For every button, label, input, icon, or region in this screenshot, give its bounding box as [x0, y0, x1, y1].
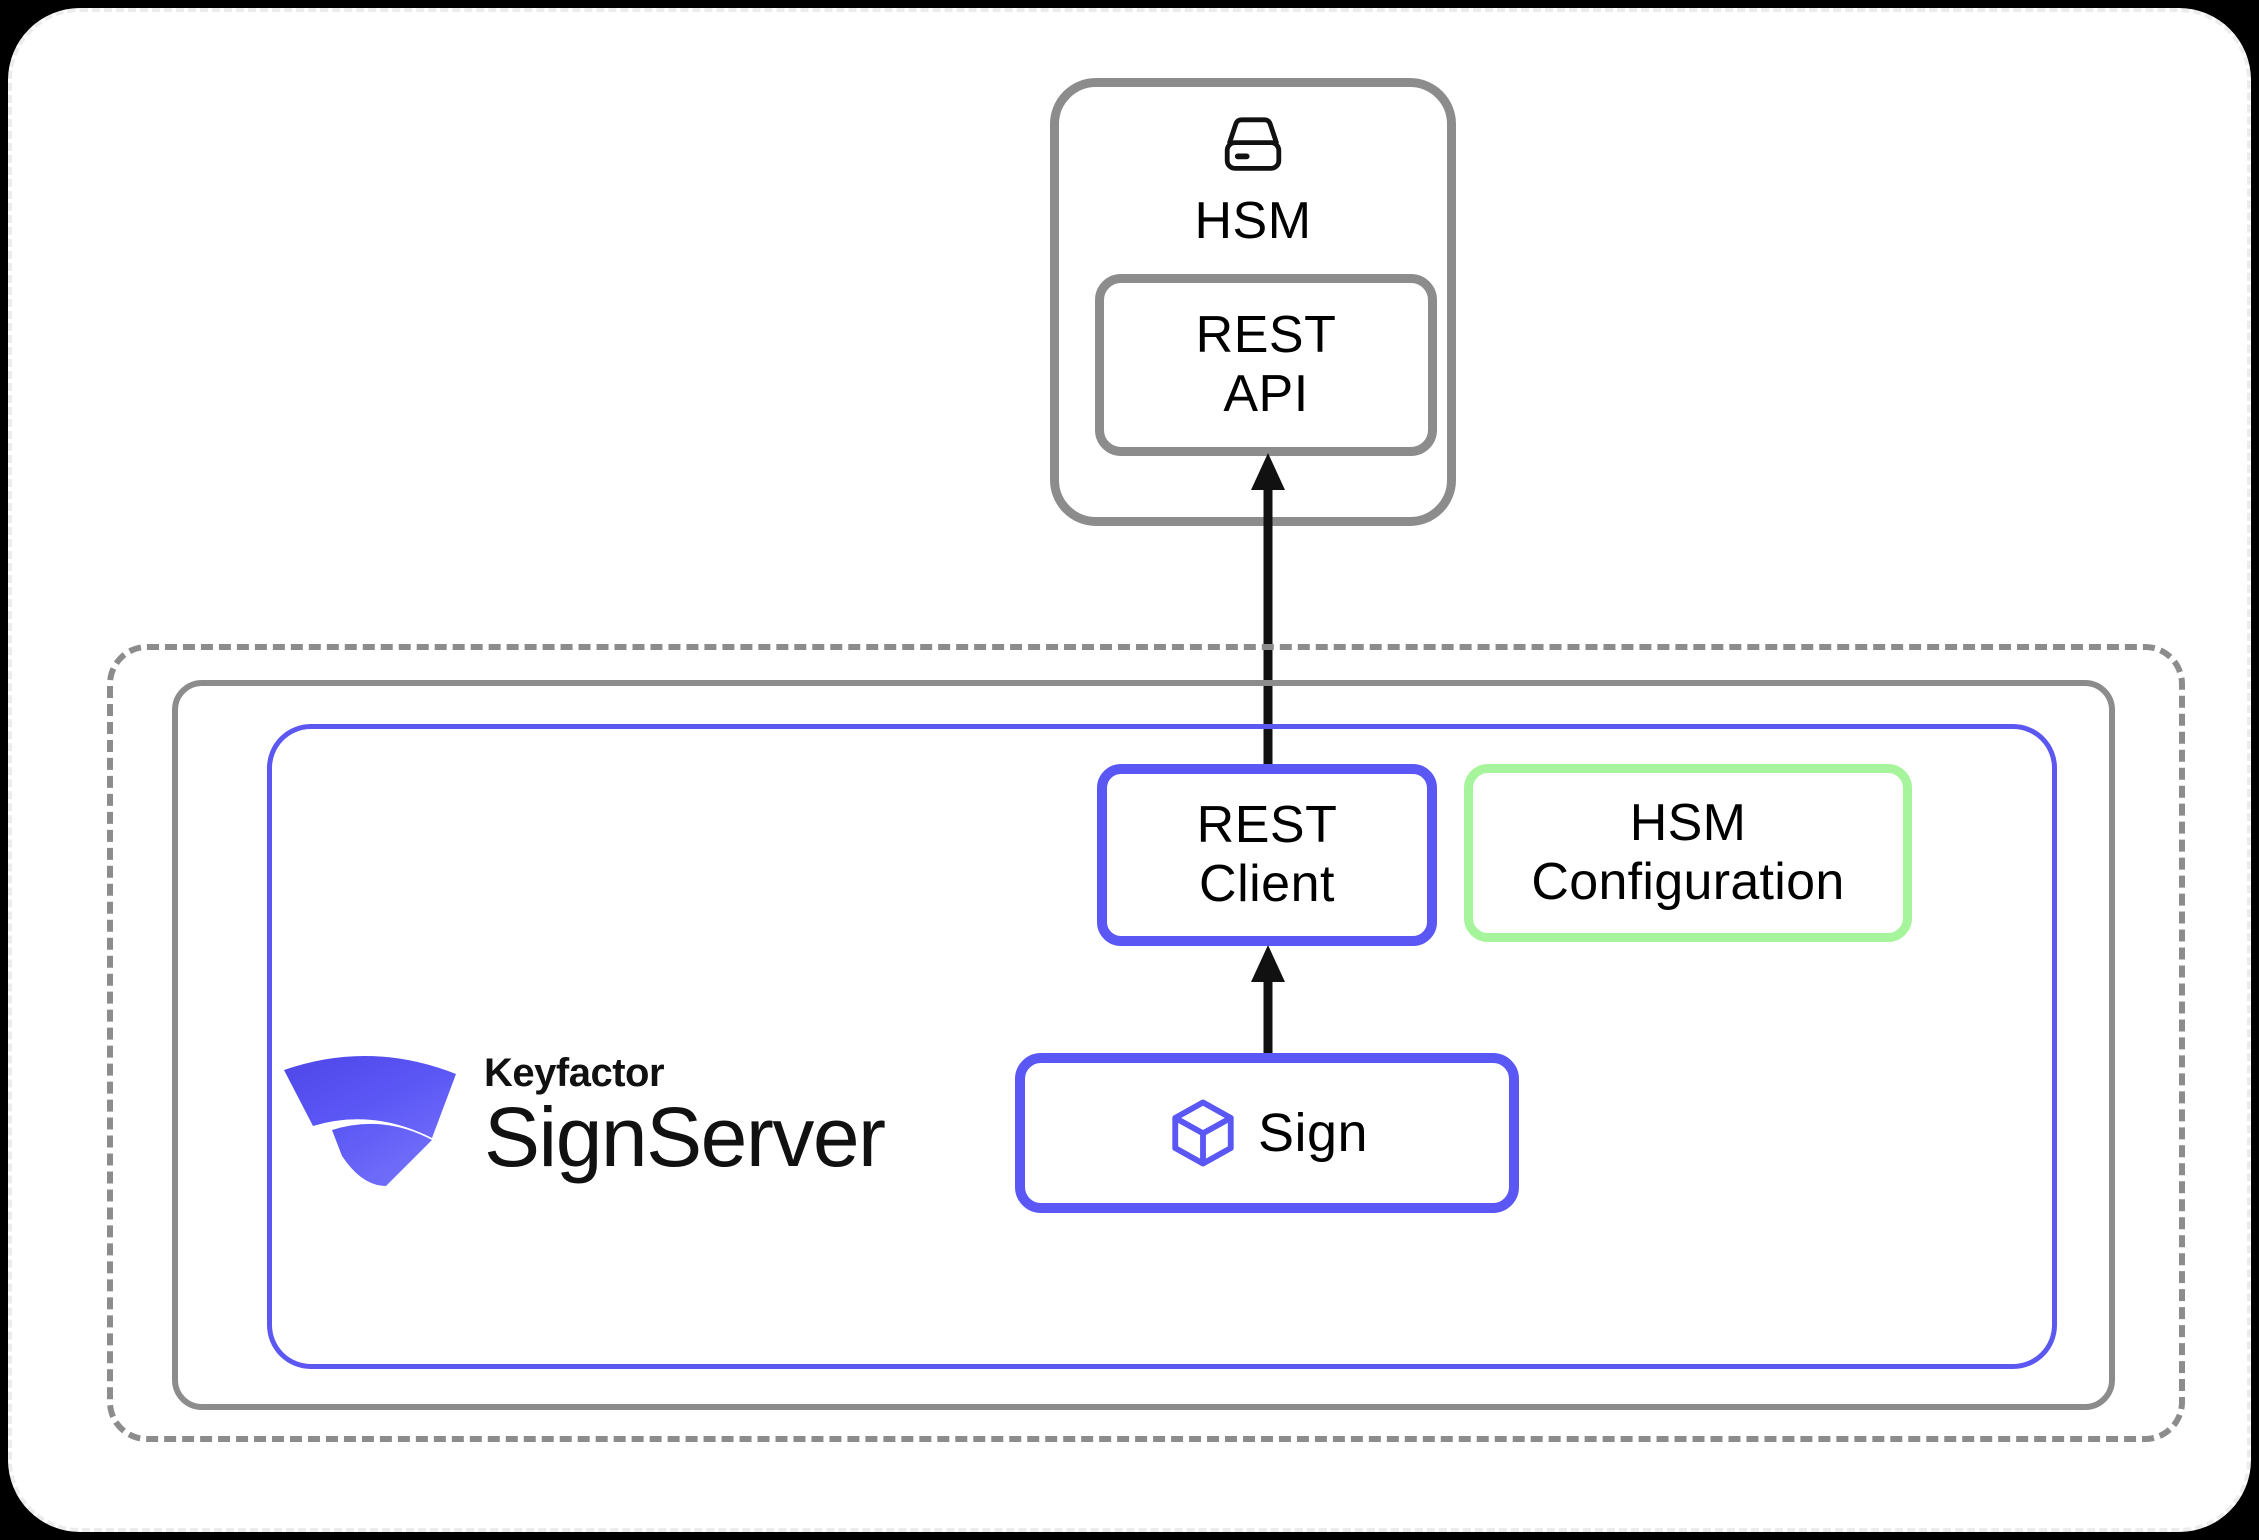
page-card: HSM REST API REST Client HSM Configurati… [8, 8, 2251, 1532]
signserver-application-container [267, 724, 2057, 1369]
rest-client-node[interactable]: REST Client [1097, 764, 1437, 946]
logo-wordmark: Keyfactor SignServer [484, 1051, 886, 1185]
hsm-configuration-label-line-1: HSM [1629, 793, 1747, 852]
hard-drive-icon [1224, 117, 1282, 171]
arrow-sign-to-rest-client [1251, 945, 1285, 1062]
logo-brand-text: Keyfactor [484, 1051, 665, 1096]
rest-client-label-line-2: Client [1199, 855, 1335, 913]
hsm-label: HSM [1194, 192, 1312, 250]
cube-icon [1172, 1099, 1234, 1167]
sign-label: Sign [1257, 1103, 1369, 1163]
keyfactor-fan-mark [284, 1055, 456, 1186]
arrow-rest-client-to-rest-api [1251, 453, 1285, 772]
hsm-configuration-label-line-2: Configuration [1531, 853, 1845, 911]
hsm-configuration-node[interactable]: HSM Configuration [1464, 764, 1912, 942]
rest-api-label-line-1: REST [1195, 305, 1337, 364]
keyfactor-signserver-logo: Keyfactor SignServer [280, 1024, 960, 1204]
rest-client-label-line-1: REST [1196, 795, 1338, 854]
logo-product-text: SignServer [484, 1090, 886, 1185]
environment-boundary [107, 644, 2185, 1442]
rest-api-label-line-2: API [1223, 365, 1309, 423]
sign-node[interactable]: Sign [1015, 1053, 1519, 1213]
rest-api-node[interactable]: REST API [1095, 274, 1437, 456]
host-boundary [172, 680, 2115, 1410]
